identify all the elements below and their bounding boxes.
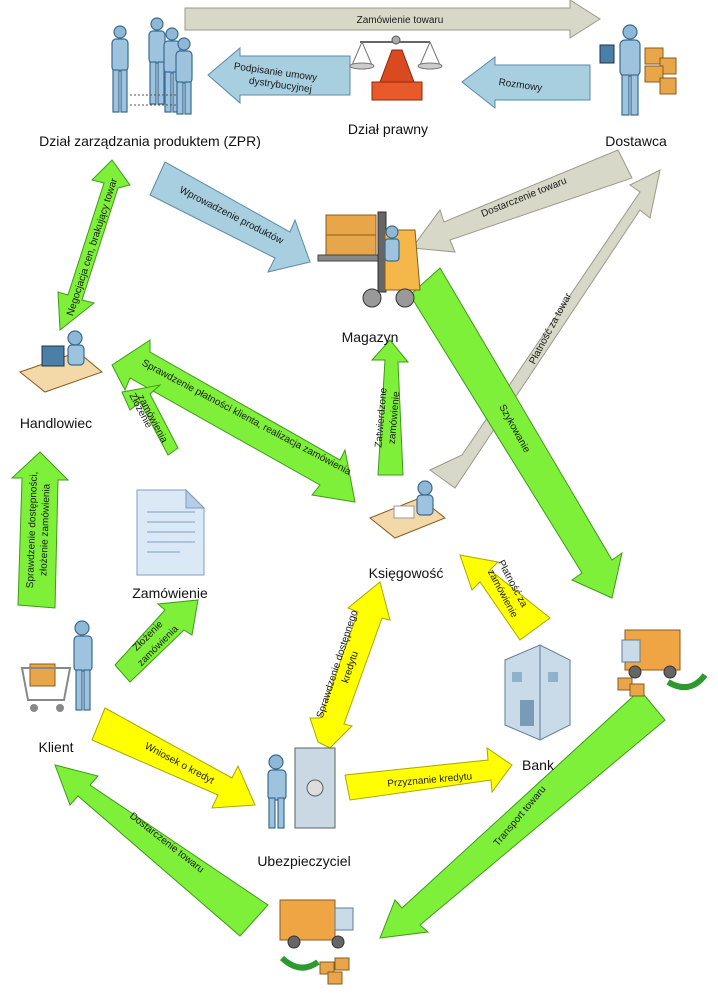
arrow-availability-label-2: złożenie zamówienia [38,483,52,576]
forklift-icon [317,211,421,308]
shopping-cart-icon [20,620,93,712]
arrow-availability-label-1: Sprawdzenie dostępności, [25,471,40,588]
arrow-talks [461,55,591,110]
arrow-payment-order [459,554,551,641]
arrow-approved-label-2: zamówienie [387,391,403,445]
accountant-desk-icon [369,480,446,539]
node-label-insurer: Ubezpieczyciel [257,853,350,869]
arrow-payment-goods-label: Płatność za towar [527,291,574,366]
arrow-client-delivery [54,764,269,937]
node-label-supplier: Dostawca [605,133,667,149]
arrow-order-placing [121,384,179,456]
arrow-negotiation [57,159,131,331]
arrow-payment-check-label: Sprawdzenie płatności klienta, realizacj… [140,358,353,478]
node-label-bank: Bank [522,757,555,773]
arrow-order-goods-label: Zamówienie towaru [357,15,444,26]
boxes-icon [644,47,677,95]
node-label-client: Klient [38,739,73,755]
truck-bottom-icon [279,899,354,985]
node-label-legal: Dział prawny [348,121,428,137]
node-label-trader: Handlowiec [20,415,92,431]
document-icon [136,488,206,576]
node-label-zpr: Dział zarządzania produktem (ZPR) [39,133,261,149]
arrow-order-goods [184,0,601,39]
arrow-availability [10,451,70,609]
node-label-warehouse: Magazyn [342,329,399,345]
arrow-delivery-goods [411,149,633,253]
arrow-payment-check [111,339,356,503]
bank-building-icon [504,644,571,741]
arrow-negotiation-label: Negocjacja cen, brakujący towar [65,176,120,317]
supplier-person-icon [599,24,641,116]
arrow-client-order [114,599,199,683]
arrow-product-intro [149,161,311,273]
arrow-credit-check [309,581,391,749]
node-label-accounting: Księgowość [369,565,444,581]
arrow-sign-contract [207,46,351,105]
arrow-transport [379,689,666,939]
arrow-picking [409,267,623,599]
arrow-approved-label-1: Zatwierdzone [373,387,389,448]
arrow-payment-goods [429,169,661,489]
arrow-approved [370,339,410,476]
trader-desk-icon [18,330,103,393]
scales-icon [349,35,443,101]
node-label-order: Zamówienie [132,585,208,601]
people-group-icon [111,17,193,115]
arrow-credit-request [91,707,256,809]
safe-icon [267,747,336,829]
truck-icon [617,629,708,697]
arrow-credit-grant [344,746,513,801]
